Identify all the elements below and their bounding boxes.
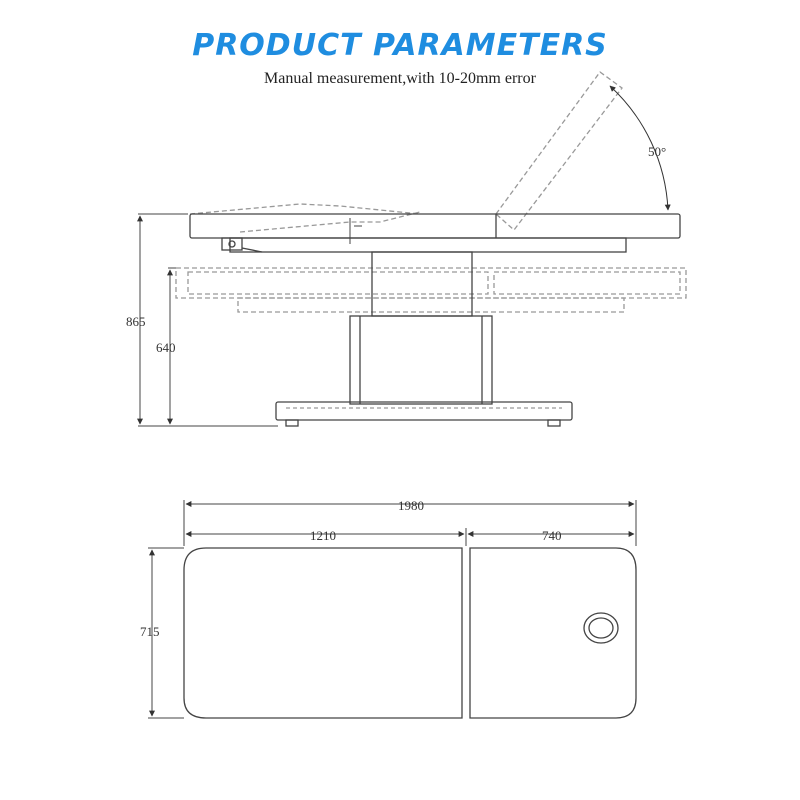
length-total-label: 1980: [398, 498, 424, 513]
table-top: [189, 213, 681, 239]
outer-column: [349, 315, 493, 405]
base-plate: [275, 401, 573, 421]
lowered-position-outline: [175, 267, 687, 313]
width-label: 715: [140, 624, 160, 639]
length-head-label: 740: [542, 528, 562, 543]
height-max-label: 865: [126, 314, 146, 329]
top-view: [148, 500, 637, 719]
height-min-label: 640: [156, 340, 176, 355]
face-hole: [583, 612, 619, 644]
inner-column: [371, 251, 473, 317]
head-section: [469, 547, 637, 719]
backrest-raised-outline: [189, 71, 623, 233]
page-subtitle: Manual measurement,with 10-20mm error: [264, 70, 536, 87]
angle-label: 50°: [648, 144, 666, 159]
page-title: PRODUCT PARAMETERS: [192, 28, 608, 63]
body-section: [183, 547, 463, 719]
angle-arc: [609, 85, 671, 211]
under-frame: [229, 237, 627, 253]
side-view: [137, 71, 687, 427]
length-body-label: 1210: [310, 528, 336, 543]
